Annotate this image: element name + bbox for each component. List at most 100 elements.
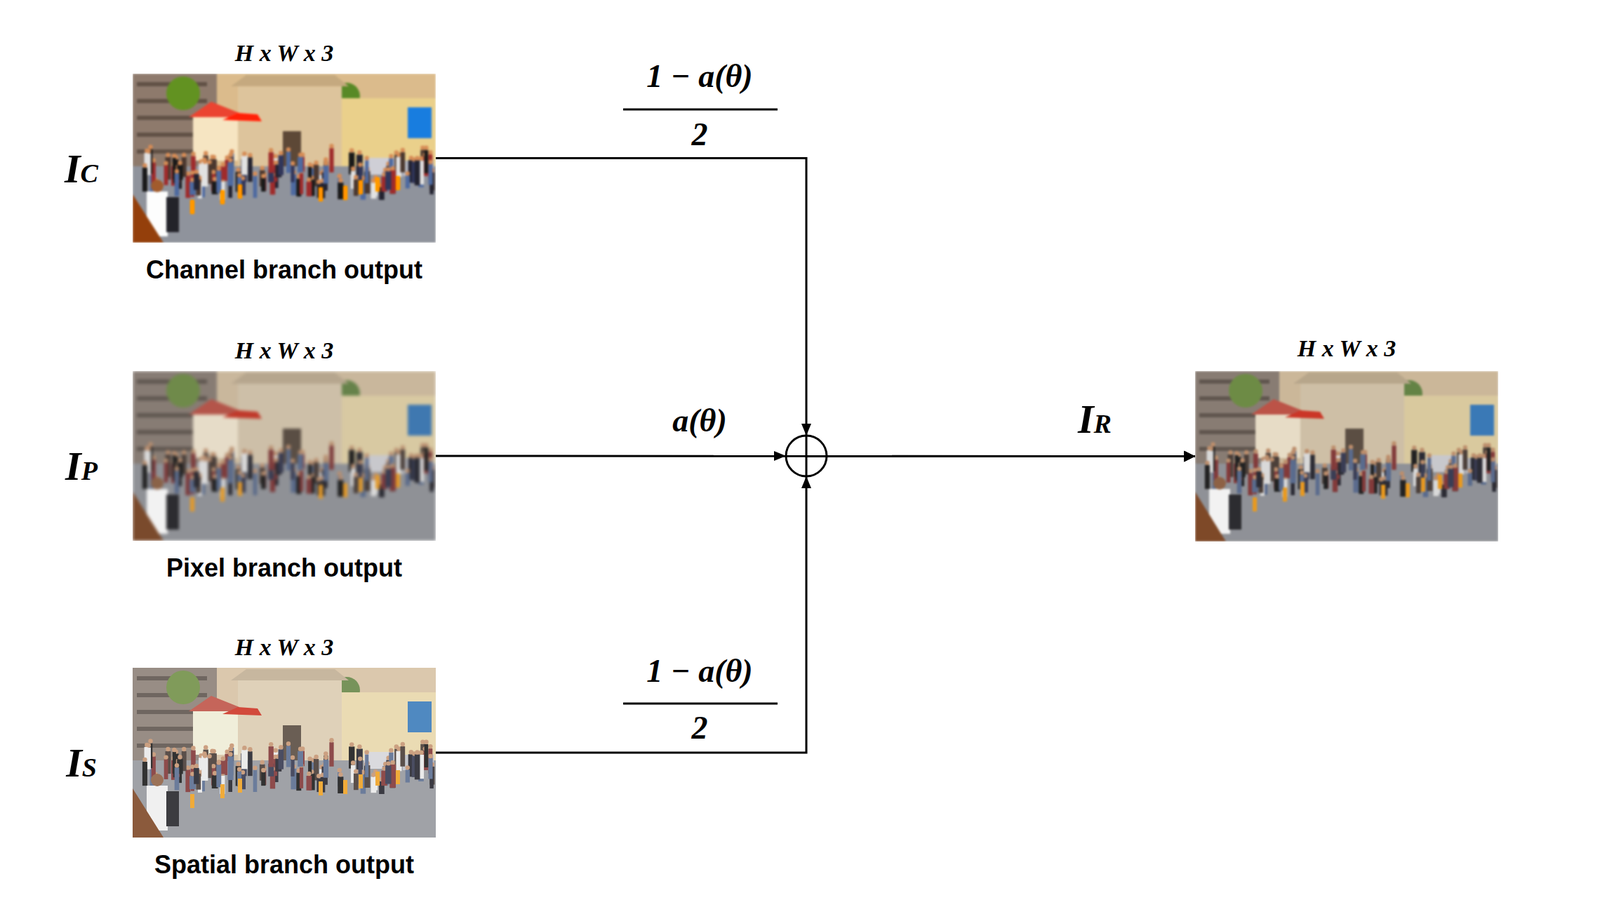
crowd-head (286, 147, 291, 152)
crowd-figure (278, 452, 285, 473)
ground (132, 463, 436, 542)
crowd-head (323, 458, 328, 464)
crowd-figure (1323, 475, 1328, 490)
dimension-label: H x W x 3 (1297, 334, 1396, 364)
orange-post (237, 482, 243, 497)
crowd-head (405, 468, 410, 473)
crowd-head (400, 148, 405, 153)
crowd-head (1416, 472, 1421, 477)
crowd-head (357, 744, 362, 749)
crowd-figure (201, 458, 208, 484)
crowd-head (209, 749, 215, 754)
crowd-head (142, 757, 147, 763)
crowd-head (428, 150, 433, 155)
crowd-head (148, 738, 153, 744)
crowd-figure (164, 463, 169, 483)
crowd-figure (353, 179, 359, 197)
crowd-head (338, 178, 343, 183)
crowd-figure (216, 170, 222, 193)
crowd-head (1209, 446, 1214, 451)
crowd-head (207, 457, 212, 462)
crowd-head (298, 450, 303, 455)
crowd-head (357, 162, 363, 168)
crowd-head (1240, 458, 1245, 463)
crowd-head (163, 458, 168, 463)
crowd-head (418, 454, 424, 459)
crowd-head (242, 151, 247, 156)
crowd-head (1228, 450, 1233, 455)
crowd-figure (337, 480, 344, 497)
crowd-figure (1315, 473, 1320, 496)
image-frame (1195, 371, 1499, 542)
crowd-head (242, 449, 247, 454)
crowd-head (273, 153, 278, 158)
crowd-figure (305, 479, 312, 495)
crowd-figure (424, 744, 429, 768)
crowd-head (1237, 466, 1242, 471)
orange-post (237, 184, 243, 199)
crowd-figure (1310, 454, 1316, 480)
image-frame (132, 668, 436, 838)
crowd-head (165, 450, 170, 455)
crowd-head (414, 155, 419, 160)
crowd-head (357, 460, 363, 465)
orange-post (318, 781, 323, 796)
orange-post (358, 180, 363, 195)
crowd-figure (202, 758, 209, 782)
crowd-head (1378, 477, 1384, 482)
crowd-head (237, 173, 242, 178)
crowd-figure (268, 152, 274, 173)
small-house (192, 711, 238, 756)
crowd-head (273, 748, 278, 753)
crowd-figure (227, 756, 233, 781)
crowd-figure (1462, 449, 1468, 471)
crowd-head (418, 156, 424, 161)
crowd-head (1322, 463, 1328, 468)
crowd-figure (1360, 454, 1366, 471)
crowd-head (307, 757, 312, 762)
crowd-head (174, 169, 179, 174)
small-house (192, 117, 238, 161)
orange-post (358, 774, 363, 789)
crowd-head (190, 449, 196, 454)
stone-roof (1293, 372, 1412, 384)
crowd-head (163, 755, 168, 760)
crowd-head (390, 166, 396, 171)
crowd-figure (1289, 459, 1296, 484)
crowd-head (216, 760, 222, 765)
crowd-head (1272, 452, 1277, 457)
crowd-head (194, 467, 199, 472)
crowd-head (211, 764, 216, 769)
crowd-figure (174, 470, 180, 494)
crowd-head (202, 159, 208, 164)
crowd-head (171, 451, 177, 456)
crowd-figure (1256, 471, 1262, 488)
weight-denominator: 2 (691, 115, 709, 154)
result-symbol: IR (1077, 395, 1112, 445)
orange-post (1405, 483, 1410, 498)
crowd-head (177, 755, 182, 760)
ground (1195, 463, 1499, 542)
crowd-head (174, 466, 179, 471)
crowd-head (400, 445, 405, 450)
crowd-figure (1282, 463, 1289, 478)
crowd-figure (286, 745, 291, 768)
crowd-figure (290, 165, 295, 183)
crowd-head (228, 455, 233, 460)
stone-building (1300, 381, 1405, 471)
crowd-figure (1427, 458, 1431, 482)
crowd-figure (329, 742, 334, 768)
crowd-head (1331, 445, 1336, 450)
crowd-head (290, 161, 295, 166)
crowd-head (1283, 459, 1288, 464)
crowd-head (1481, 454, 1486, 459)
tree (1228, 374, 1263, 408)
crowd-figure (1416, 477, 1422, 495)
weight-numerator: 1 − a(θ) (646, 651, 753, 691)
crowd-head (323, 161, 328, 166)
crowd-head (353, 174, 358, 179)
crowd-head (260, 760, 265, 765)
crowd-head (216, 166, 222, 171)
crowd-head (268, 742, 273, 747)
crowd-figure (323, 463, 329, 482)
